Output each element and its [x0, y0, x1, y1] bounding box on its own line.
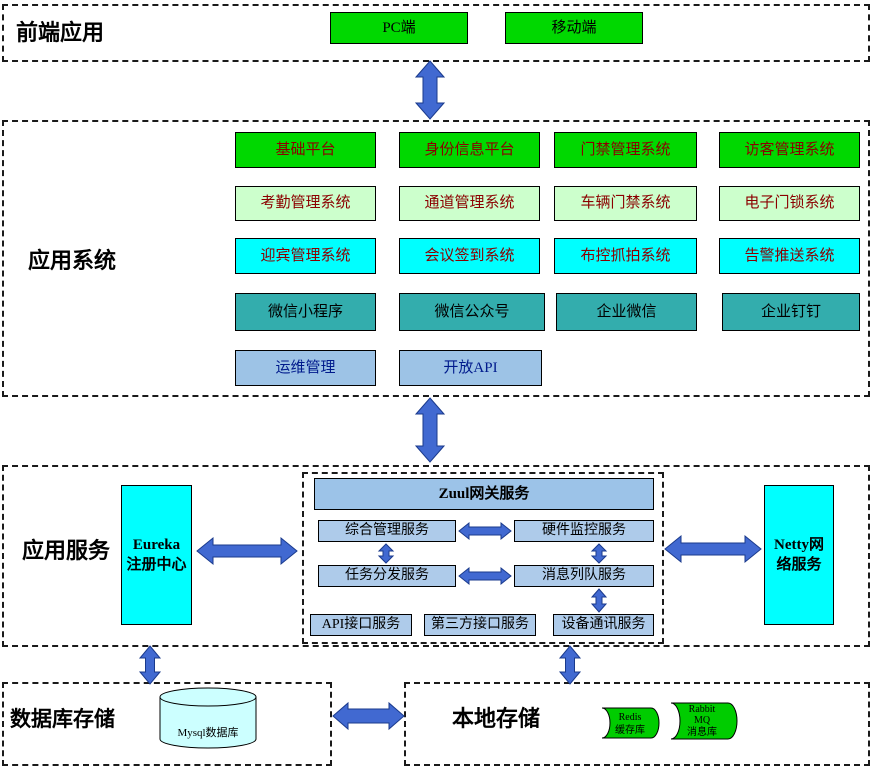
node-electronic-lock-system: 电子门锁系统 — [719, 186, 860, 221]
db-storage-section-title: 数据库存储 — [10, 707, 115, 731]
node-alarm-push-system: 告警推送系统 — [719, 238, 860, 274]
node-capture-system: 布控抓拍系统 — [554, 238, 697, 274]
node-device-comm-service: 设备通讯服务 — [553, 614, 654, 636]
node-mobile-client: 移动端 — [505, 12, 643, 44]
arrow-service-localstorage — [558, 645, 582, 685]
node-welcome-system: 迎宾管理系统 — [235, 238, 376, 274]
node-pc-client: PC端 — [330, 12, 468, 44]
node-open-api: 开放API — [399, 350, 542, 386]
node-zuul-gateway: Zuul网关服务 — [314, 478, 654, 510]
node-task-dispatch-service: 任务分发服务 — [318, 565, 456, 587]
node-wechat-miniprogram: 微信小程序 — [235, 293, 376, 331]
arrow-frontend-appsystem — [414, 60, 446, 120]
node-mgmt-service: 综合管理服务 — [318, 520, 456, 542]
node-vehicle-gate-system: 车辆门禁系统 — [554, 186, 697, 221]
frontend-section-title: 前端应用 — [16, 20, 105, 45]
node-message-queue-service: 消息列队服务 — [514, 565, 654, 587]
node-basic-platform: 基础平台 — [235, 132, 376, 168]
node-netty-service: Netty网络服务 — [764, 485, 834, 625]
node-meeting-signin-system: 会议签到系统 — [399, 238, 540, 274]
node-passage-system: 通道管理系统 — [399, 186, 540, 221]
node-dingtalk: 企业钉钉 — [722, 293, 860, 331]
app-system-section-title: 应用系统 — [28, 248, 117, 273]
node-attendance-system: 考勤管理系统 — [235, 186, 376, 221]
node-identity-platform: 身份信息平台 — [399, 132, 540, 168]
arrow-db-local — [332, 701, 405, 731]
node-wecom: 企业微信 — [556, 293, 697, 331]
node-access-control-system: 门禁管理系统 — [554, 132, 697, 168]
app-service-section-title: 应用服务 — [22, 538, 111, 563]
node-thirdparty-service: 第三方接口服务 — [424, 614, 536, 636]
local-storage-section-title: 本地存储 — [452, 706, 541, 731]
node-wechat-official: 微信公众号 — [399, 293, 545, 331]
arrow-service-dbstorage — [138, 645, 162, 685]
node-eureka-registry: Eureka注册中心 — [121, 485, 192, 625]
node-api-service: API接口服务 — [310, 614, 412, 636]
node-hw-monitor-service: 硬件监控服务 — [514, 520, 654, 542]
node-visitor-system: 访客管理系统 — [719, 132, 860, 168]
arrow-appsystem-appservice — [414, 397, 446, 463]
node-ops-management: 运维管理 — [235, 350, 376, 386]
